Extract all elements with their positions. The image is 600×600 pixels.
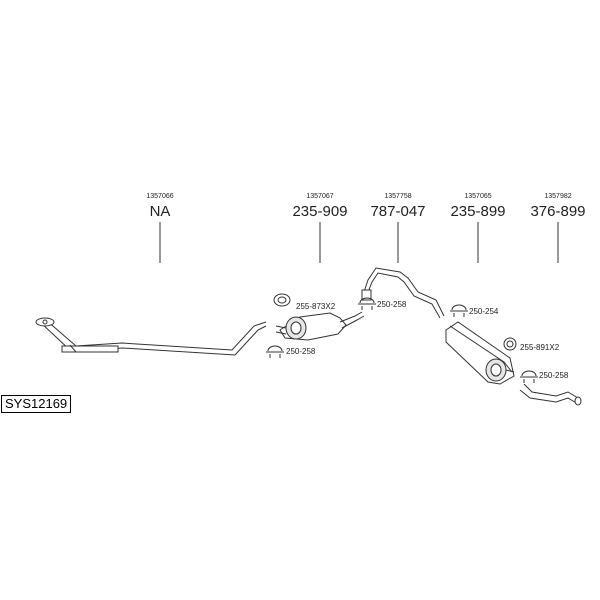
gasket-ring-icon — [273, 293, 291, 307]
accessory-code-250-258: 250-258 — [539, 371, 569, 380]
part-number-1357066: 1357066 — [146, 193, 174, 200]
part-code-376-899: 376-899 — [530, 203, 586, 220]
rear-silencer — [445, 321, 515, 385]
front-pipe — [35, 317, 267, 356]
part-code-na: NA — [149, 203, 171, 220]
intermediate-pipe — [361, 267, 445, 319]
part-code-787-047: 787-047 — [370, 203, 426, 220]
middle-silencer — [275, 311, 365, 341]
part-number-1357758: 1357758 — [384, 193, 412, 200]
accessory-code-250-258: 250-258 — [286, 347, 316, 356]
pipe-clamp-icon — [266, 345, 284, 358]
gasket-ring-icon — [503, 337, 517, 351]
accessory-code-250-258: 250-258 — [377, 300, 407, 309]
part-number-1357067: 1357067 — [306, 193, 334, 200]
accessory-code-255-873x2: 255-873X2 — [296, 302, 336, 311]
pipe-clamp-icon — [450, 304, 468, 317]
accessory-code-255-891x2: 255-891X2 — [520, 343, 560, 352]
system-code-label: SYS12169 — [1, 395, 72, 413]
pipe-clamp-icon — [520, 370, 538, 383]
accessory-code-250-254: 250-254 — [469, 307, 499, 316]
part-number-1357065: 1357065 — [464, 193, 492, 200]
tailpipe — [519, 383, 582, 406]
part-number-1357982: 1357982 — [544, 193, 572, 200]
part-code-235-909: 235-909 — [292, 203, 348, 220]
part-code-235-899: 235-899 — [450, 203, 506, 220]
pipe-clamp-icon — [358, 297, 376, 310]
